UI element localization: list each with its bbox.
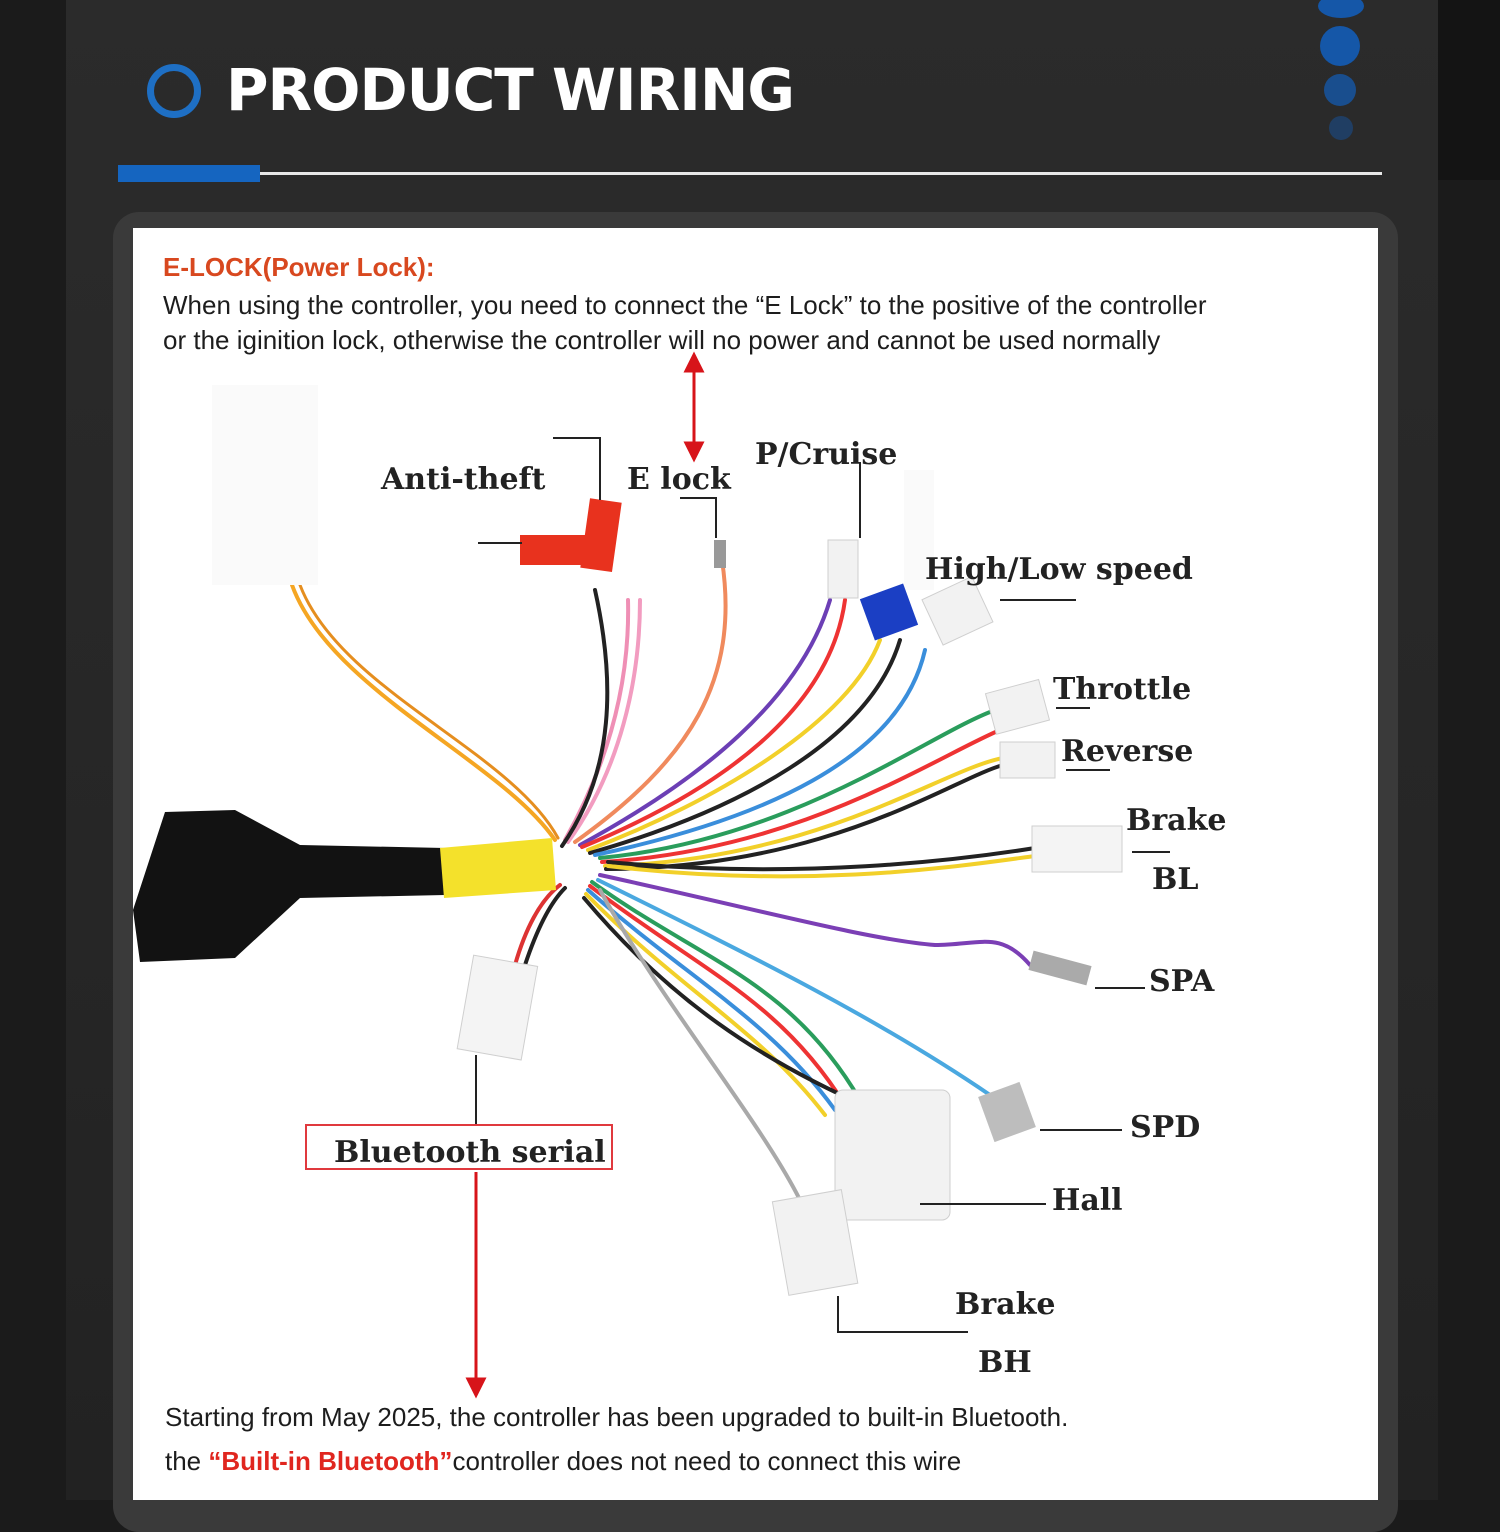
title-underline-accent bbox=[118, 165, 260, 182]
label-bl: BL bbox=[1152, 862, 1199, 897]
wire bbox=[593, 648, 927, 857]
speed-connector-blue bbox=[859, 583, 919, 641]
anti-theft-connector bbox=[520, 535, 590, 565]
label-anti-theft: Anti-theft bbox=[381, 462, 546, 497]
wire bbox=[563, 598, 631, 842]
anti-theft-connector bbox=[580, 498, 622, 573]
speed-connector-white bbox=[921, 575, 994, 646]
wire bbox=[298, 583, 560, 840]
label-brake-bl: Brake bbox=[1126, 803, 1227, 838]
brake-bh-connector bbox=[771, 1189, 859, 1296]
page-title: PRODUCT WIRING bbox=[226, 56, 795, 124]
wire bbox=[598, 873, 937, 947]
wire bbox=[578, 598, 832, 847]
built-in-bluetooth-highlight: “Built-in Bluetooth” bbox=[208, 1446, 453, 1476]
wire bbox=[933, 939, 1032, 967]
background-strip bbox=[1438, 0, 1500, 180]
circle-icon bbox=[147, 64, 201, 118]
leader-lines bbox=[475, 437, 1170, 1333]
spd-terminal bbox=[978, 1081, 1036, 1143]
footer-note-prefix: the bbox=[165, 1446, 209, 1476]
label-spd: SPD bbox=[1130, 1110, 1201, 1145]
wire bbox=[566, 598, 642, 844]
footer-note-suffix: controller does not need to connect this… bbox=[452, 1446, 962, 1476]
leader-line bbox=[837, 1296, 968, 1333]
label-tag bbox=[212, 385, 318, 585]
label-tag bbox=[904, 470, 934, 590]
wire bbox=[606, 846, 1037, 872]
wire bbox=[598, 710, 992, 860]
decor-dot bbox=[1324, 74, 1356, 106]
wires bbox=[290, 558, 1037, 1202]
label-bluetooth-serial: Bluetooth serial bbox=[334, 1135, 606, 1170]
brake-bl-connector bbox=[1031, 825, 1123, 873]
elock-note-line: When using the controller, you need to c… bbox=[163, 290, 1207, 320]
elock-note-line: or the iginition lock, otherwise the con… bbox=[163, 325, 1161, 355]
footer-note-line: the “Built-in Bluetooth”controller does … bbox=[165, 1446, 961, 1477]
decor-dot bbox=[1329, 116, 1353, 140]
reverse-connector bbox=[999, 741, 1056, 779]
hall-connector bbox=[834, 1089, 951, 1221]
spa-terminal bbox=[1028, 950, 1092, 986]
wire bbox=[513, 883, 562, 967]
leader-line bbox=[553, 437, 601, 500]
wire bbox=[606, 854, 1037, 879]
label-brake-bh: Brake bbox=[955, 1287, 1056, 1322]
yellow-tape bbox=[440, 838, 556, 898]
footer-note-line: Starting from May 2025, the controller h… bbox=[165, 1402, 1069, 1432]
wire bbox=[588, 638, 902, 855]
decor-dot bbox=[1320, 26, 1360, 66]
pcruise-connector bbox=[827, 539, 859, 599]
wire bbox=[586, 888, 837, 1112]
label-spa: SPA bbox=[1149, 964, 1215, 999]
label-reverse: Reverse bbox=[1061, 734, 1194, 769]
bluetooth-connector bbox=[456, 954, 539, 1061]
wire bbox=[604, 763, 1005, 871]
wire bbox=[582, 896, 872, 1110]
label-high-low-speed: High/Low speed bbox=[925, 552, 1193, 587]
label-throttle: Throttle bbox=[1053, 672, 1192, 707]
wire bbox=[596, 878, 992, 1097]
wire bbox=[586, 638, 882, 852]
harness-sheath bbox=[133, 810, 445, 962]
bluetooth-serial-box bbox=[305, 1124, 613, 1170]
wire bbox=[603, 756, 1005, 868]
wire bbox=[588, 884, 847, 1107]
wire bbox=[600, 728, 1002, 864]
leader-line bbox=[680, 497, 717, 538]
throttle-connector bbox=[984, 678, 1051, 735]
elock-terminal bbox=[714, 540, 726, 568]
label-p-cruise: P/Cruise bbox=[755, 437, 898, 472]
wire bbox=[523, 886, 567, 967]
wiring-harness-illustration bbox=[133, 351, 1170, 1399]
wire bbox=[573, 558, 728, 844]
label-e-lock: E lock bbox=[627, 462, 731, 497]
label-bh: BH bbox=[978, 1345, 1032, 1380]
elock-note-title: E-LOCK(Power Lock): bbox=[163, 252, 435, 282]
wire bbox=[598, 888, 802, 1202]
decor-dot bbox=[1318, 0, 1364, 18]
label-hall: Hall bbox=[1052, 1183, 1123, 1218]
wire bbox=[290, 583, 557, 842]
wire bbox=[560, 588, 610, 848]
wire bbox=[580, 598, 847, 849]
title-underline bbox=[260, 172, 1382, 175]
wire bbox=[590, 880, 862, 1102]
